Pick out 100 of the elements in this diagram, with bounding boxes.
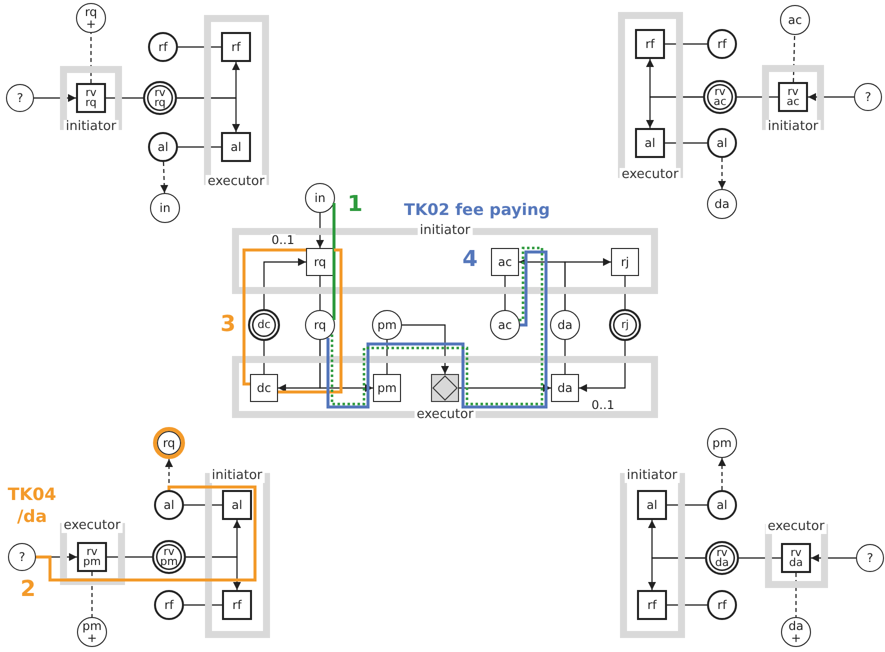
fact-circle	[150, 193, 180, 223]
fact-circle	[780, 5, 810, 35]
arrow	[263, 258, 306, 309]
node-label: rf	[158, 41, 168, 53]
transaction-box	[635, 128, 665, 158]
connector-line	[91, 572, 93, 617]
node-label: al	[232, 499, 242, 511]
transaction-box	[222, 490, 252, 520]
node-label: al	[644, 137, 656, 149]
step-number: 3	[220, 314, 236, 336]
transaction-box	[491, 248, 519, 276]
transaction-box	[781, 543, 811, 573]
double-circle	[152, 540, 186, 574]
node-label: rv da	[715, 548, 729, 568]
connector-line	[90, 33, 92, 83]
arrow	[34, 94, 76, 102]
connector-line	[739, 557, 781, 559]
highlight-path	[332, 203, 336, 320]
connector-line	[178, 46, 221, 48]
node-label: in	[314, 192, 326, 204]
node-label: rq	[314, 319, 326, 331]
transaction-box	[77, 542, 107, 572]
fact-circle	[154, 590, 184, 620]
node-label: in	[160, 202, 170, 214]
fact-circle	[707, 29, 737, 59]
node-label: rq	[162, 437, 176, 449]
transaction-box	[306, 248, 334, 276]
node-label: pm	[712, 437, 732, 449]
step-number: 1	[347, 194, 363, 216]
connector-line	[106, 97, 143, 99]
fact-circle	[707, 590, 737, 620]
node-label: rv ac	[714, 86, 726, 108]
transaction-box	[637, 590, 667, 620]
double-circle	[248, 309, 280, 341]
connector-line	[792, 34, 796, 82]
fact-circle	[854, 83, 882, 111]
node-label: ?	[16, 92, 24, 104]
transaction-box	[250, 374, 278, 402]
node-label: rf	[645, 38, 655, 50]
node-label: da	[714, 198, 730, 210]
role-label: initiator	[624, 468, 680, 482]
node-label: rf	[647, 599, 657, 611]
node-label: rv pm	[83, 546, 101, 568]
node-label: rv da	[789, 548, 803, 568]
node-label: al	[716, 499, 728, 511]
role-label: executor	[62, 519, 122, 533]
transaction-box	[222, 590, 252, 620]
double-circle	[705, 541, 739, 575]
double-circle	[703, 80, 737, 114]
arrow	[648, 557, 705, 590]
node-label: rv rq	[85, 88, 97, 108]
node-label: rv ac	[786, 86, 800, 108]
node-label: da	[558, 319, 572, 331]
node-label: pm	[377, 319, 397, 331]
connector-line	[737, 96, 778, 98]
node-label: da +	[788, 620, 804, 644]
node-label: ac	[498, 256, 512, 268]
double-circle	[143, 81, 177, 115]
node-label: rf	[164, 599, 174, 611]
node-label: al	[716, 137, 728, 149]
highlight-path	[36, 486, 256, 582]
transaction-box	[221, 32, 251, 62]
node-label: rq	[314, 256, 326, 268]
connector-line	[795, 573, 797, 617]
arrow	[564, 258, 611, 310]
fact-circle	[490, 310, 520, 340]
node-label: rj	[621, 320, 629, 330]
node-label: rj	[620, 256, 630, 268]
arrow	[316, 213, 324, 248]
highlight-path	[278, 248, 342, 394]
node-label: rf	[232, 599, 242, 611]
role-label: initiator	[210, 468, 264, 482]
step-number: 4	[462, 249, 478, 271]
role-label: initiator	[766, 120, 820, 134]
node-label: rv rq	[154, 88, 166, 108]
node-label: pm +	[82, 620, 102, 644]
edge-label: 0..1	[590, 399, 616, 411]
highlight-path	[242, 248, 306, 386]
step-number: 2	[20, 579, 36, 601]
arrow	[177, 97, 240, 132]
fact-circle	[6, 84, 34, 112]
transaction-box	[611, 248, 639, 276]
node-label: rf	[231, 41, 241, 53]
node-label: al	[646, 499, 658, 511]
node-label: rv pm	[160, 546, 178, 568]
connector-line	[624, 276, 626, 309]
fact-circle	[707, 189, 737, 219]
fact-circle	[707, 128, 737, 158]
node-label: pm	[377, 382, 397, 394]
node-label: da	[558, 382, 572, 394]
connector-line	[665, 142, 707, 144]
fact-circle	[781, 617, 811, 647]
arrow	[718, 158, 726, 189]
node-label: rq +	[84, 6, 98, 30]
connector-line	[665, 43, 707, 45]
node-label: al	[158, 141, 168, 153]
node-label: ?	[864, 91, 872, 103]
transaction-box	[778, 82, 808, 112]
arrow	[808, 93, 854, 101]
node-label: rf	[717, 38, 727, 50]
